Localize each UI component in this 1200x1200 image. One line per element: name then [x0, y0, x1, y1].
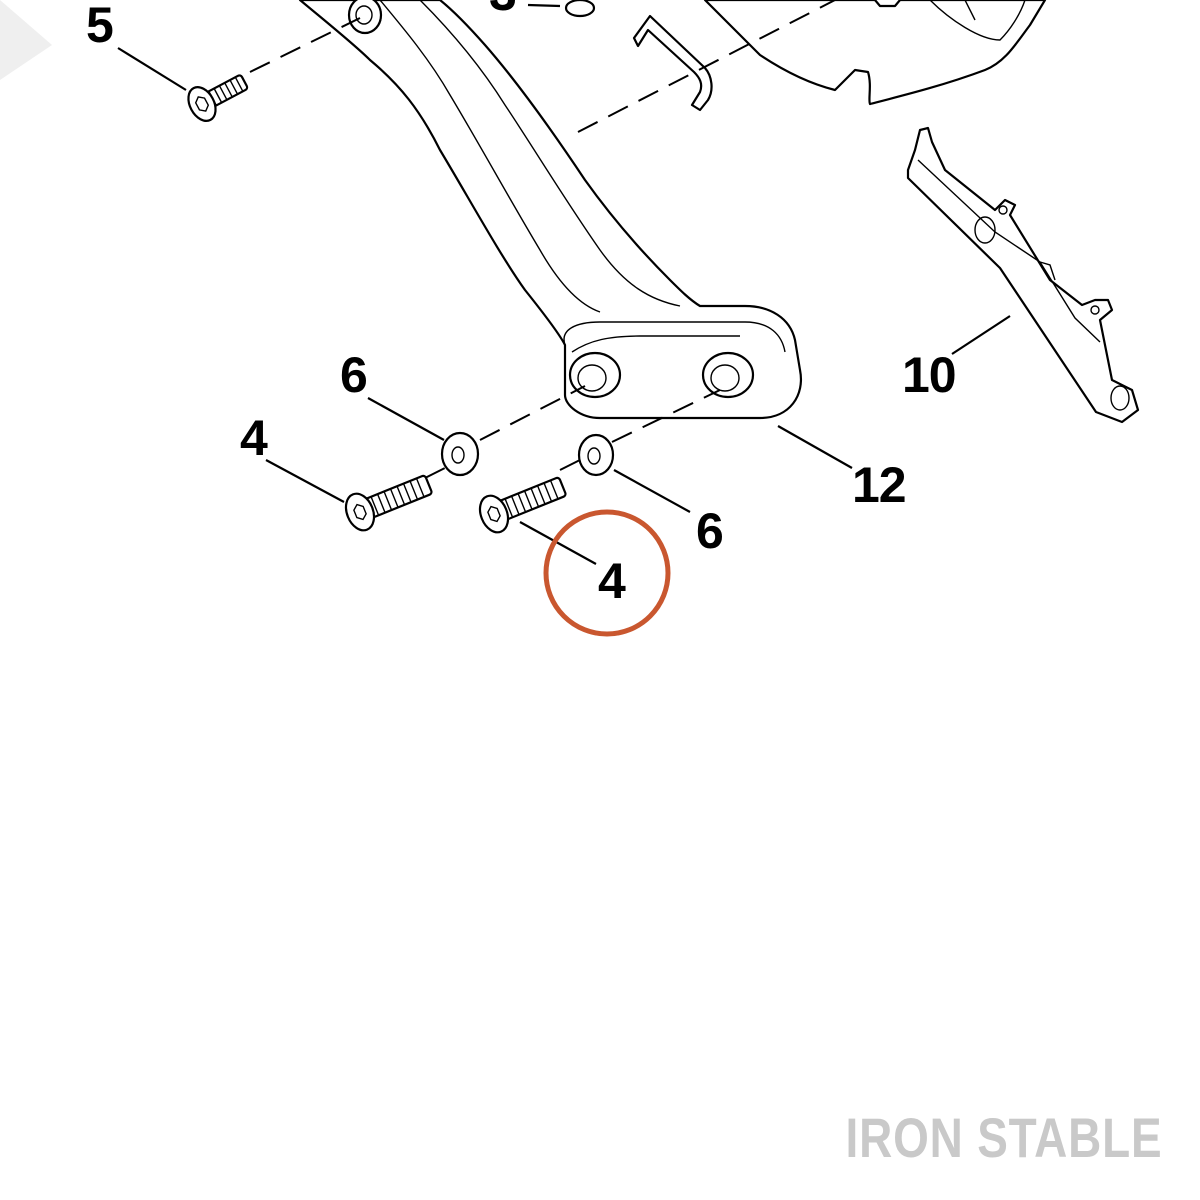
washer-6-upper: [440, 431, 480, 477]
assembly-centerlines: [249, 0, 836, 479]
top-small-spacer: [527, 0, 596, 18]
callout-5: 5: [86, 0, 113, 53]
screw-4-highlighted: [478, 476, 567, 534]
fender-part: [703, 0, 1047, 106]
wire-clip: [632, 14, 713, 112]
callout-10: 10: [902, 347, 956, 403]
callout-4-highlighted: 4: [598, 553, 626, 609]
callout-partial-top: 3: [489, 0, 516, 21]
watermark-iron-stable: IRON STABLE: [845, 1106, 1162, 1169]
leader-lines: [117, 47, 1011, 565]
plate-bracket-10: [906, 126, 1140, 424]
background-triangle: [0, 0, 52, 80]
callout-4-left: 4: [240, 410, 268, 466]
callout-6-upper: 6: [340, 347, 367, 403]
highlight-circle: [543, 509, 671, 637]
arm-bracket-12: [298, 0, 803, 420]
callout-6-lower: 6: [696, 503, 723, 559]
washer-6-lower: [577, 433, 615, 477]
screw-5: [187, 74, 249, 122]
callout-12: 12: [852, 457, 906, 513]
screw-4-left: [344, 474, 433, 532]
